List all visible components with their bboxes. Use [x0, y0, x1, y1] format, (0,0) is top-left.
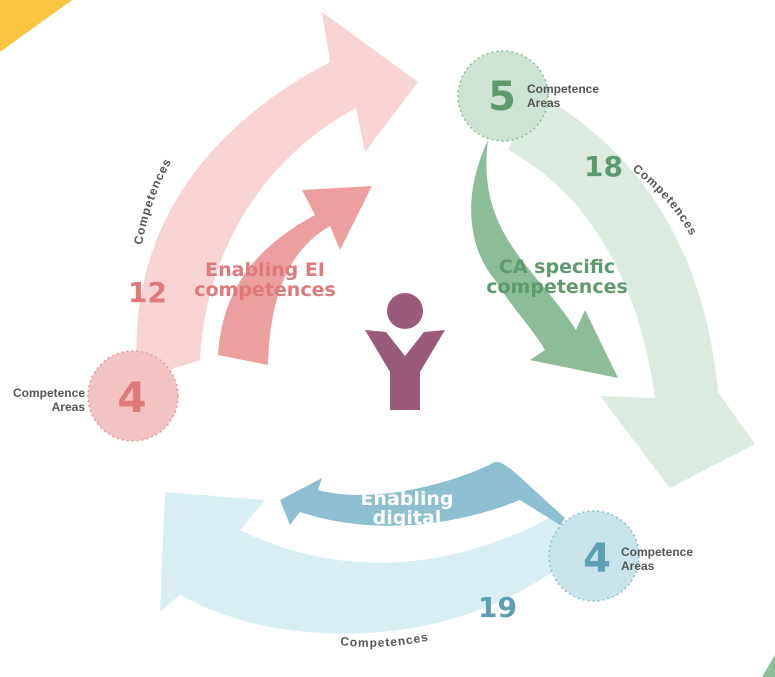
digital-inner-arrow: [280, 461, 565, 526]
digital-count: 19: [478, 591, 517, 624]
digital-outer-arrow: [160, 492, 578, 634]
ca-outer-arrow: [508, 92, 755, 488]
ca-area-label-2: Areas: [527, 96, 561, 110]
person-icon: [365, 293, 445, 410]
ca-area-circle: [457, 50, 549, 142]
corner-decoration: [0, 0, 72, 52]
ca-area-label-1: Competence: [527, 82, 599, 96]
digital-inner-label-2: digital: [373, 507, 442, 529]
ei-inner-arrow: [218, 186, 372, 365]
digital-area-label-2: Areas: [621, 559, 655, 573]
digital-area-count: 4: [583, 536, 611, 582]
digital-area-circle: [548, 510, 640, 602]
ca-inner-arrow: [471, 140, 618, 378]
ei-inner-label-1: Enabling EI: [205, 259, 325, 281]
ca-inner-label-1: CA specific: [499, 256, 615, 278]
ei-outer-arrow: [136, 12, 418, 380]
digital-inner-label-3: competences: [336, 527, 478, 549]
ei-area-label-2: Areas: [52, 400, 86, 414]
ei-area-count: 4: [117, 373, 146, 422]
digital-area-label-1: Competence: [621, 545, 693, 559]
ca-inner-label-2: competences: [486, 276, 628, 298]
ca-count: 18: [584, 150, 623, 183]
ei-area-circle: [87, 350, 179, 442]
ei-inner-label-2: competences: [194, 279, 336, 301]
ei-area-label-1: Competence: [13, 386, 85, 400]
digital-inner-label-1: Enabling: [360, 488, 453, 510]
corner-decoration-bottom: [762, 655, 775, 677]
ca-area-count: 5: [488, 74, 516, 120]
ei-count: 12: [128, 276, 167, 309]
